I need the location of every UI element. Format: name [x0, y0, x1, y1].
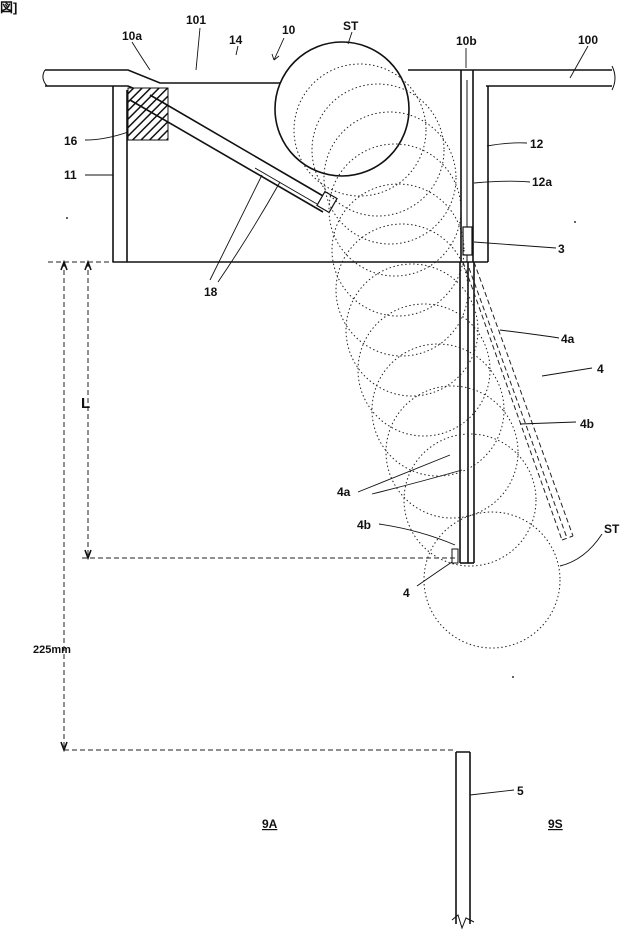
label-10: 10 [282, 23, 296, 37]
label-st-top: ST [343, 19, 359, 33]
deck-right [408, 69, 612, 87]
speck [66, 217, 68, 219]
label-4b-mid: 4b [357, 518, 371, 532]
label-st-bottom: ST [604, 522, 620, 536]
label-9s: 9S [548, 817, 563, 831]
label-10a: 10a [122, 29, 142, 43]
label-4-bottom: 4 [403, 586, 410, 600]
label-14: 14 [229, 33, 243, 47]
deck-right-break [611, 65, 616, 91]
speck [512, 676, 514, 678]
speck [574, 221, 576, 223]
flap-4-tilted-inner [468, 267, 568, 539]
deck-left-break [42, 69, 48, 87]
guide-end-cap [316, 190, 338, 214]
dimension-l-arrows [84, 259, 92, 561]
dimension-l [48, 261, 458, 559]
label-16: 16 [64, 134, 78, 148]
partition-post-5 [455, 751, 471, 924]
hatched-block-16 [127, 87, 169, 141]
inclined-guide-18 [129, 94, 331, 213]
label-12a: 12a [532, 175, 552, 189]
label-12: 12 [530, 137, 544, 151]
dimension-225-arrows [60, 259, 68, 753]
label-4a-right: 4a [561, 332, 575, 346]
ball-trajectory [293, 63, 561, 649]
flap-4-tip [451, 548, 459, 564]
dimension-225 [63, 262, 455, 751]
vertical-guide-12 [460, 70, 474, 262]
label-4a-mid: 4a [337, 485, 351, 499]
label-4b-right: 4b [580, 417, 594, 431]
label-l: L [81, 395, 90, 412]
label-225mm: 225mm [33, 644, 71, 656]
label-10b: 10b [456, 34, 477, 48]
housing-left-wall [112, 86, 128, 262]
flap-4-tilted [462, 261, 574, 541]
flap-4-vertical [459, 262, 475, 563]
leader-lines [84, 27, 603, 796]
label-4-right: 4 [597, 362, 604, 376]
label-100: 100 [578, 33, 598, 47]
label-18: 18 [204, 285, 218, 299]
label-101: 101 [186, 13, 206, 27]
label-5: 5 [517, 784, 524, 798]
label-11: 11 [64, 168, 77, 182]
partition-post-5-break [451, 914, 475, 930]
label-3: 3 [558, 242, 565, 256]
label-9a: 9A [262, 817, 278, 831]
ball-st-top [274, 41, 410, 177]
inclined-guide-18-inner [254, 167, 318, 205]
header-fragment: 図] [0, 0, 17, 15]
